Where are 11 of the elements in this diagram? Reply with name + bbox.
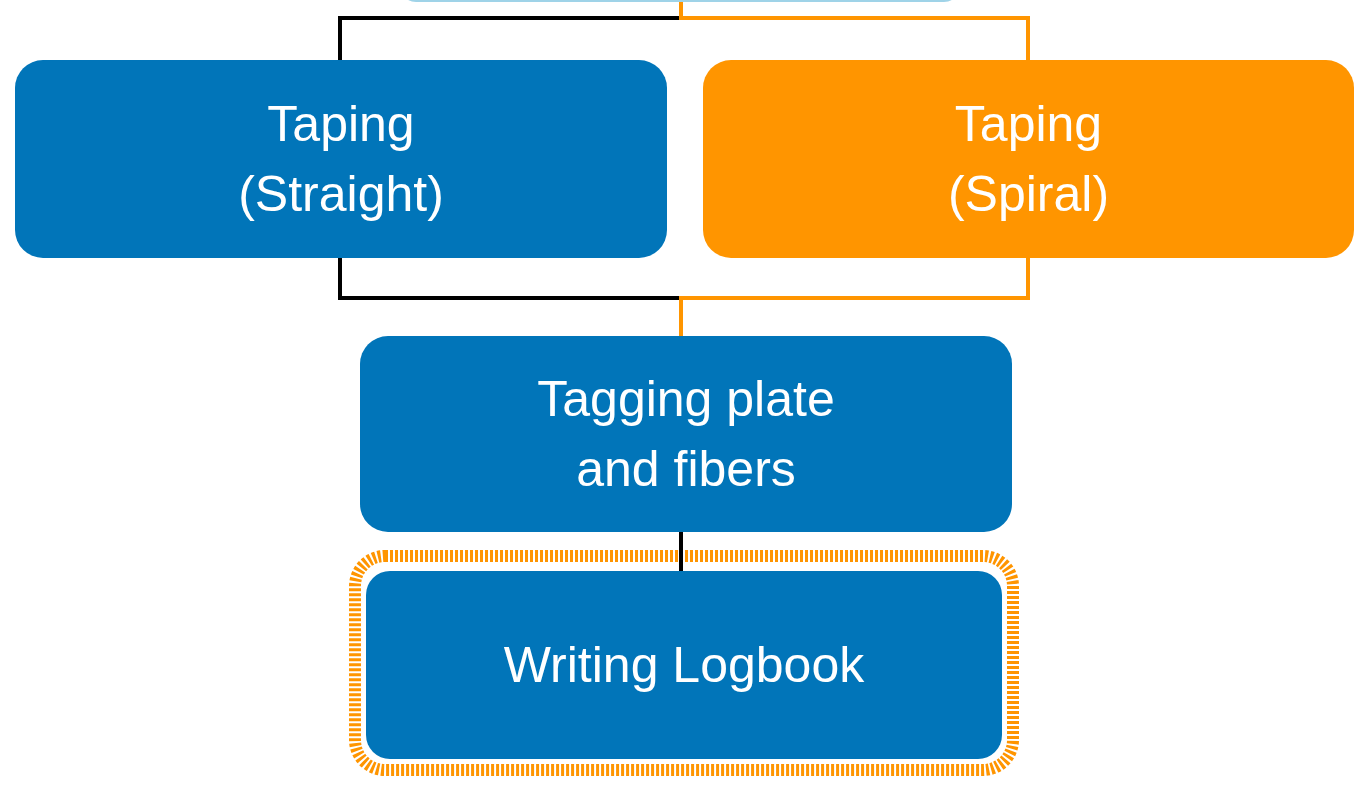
box-label: Taping (Spiral) <box>946 95 1111 224</box>
connector-line <box>679 532 683 571</box>
process-box <box>366 571 1002 759</box>
box-label: Taping (Straight) <box>237 95 445 224</box>
process-box <box>15 60 667 258</box>
process-box <box>360 336 1012 532</box>
box-label: Writing Logbook <box>503 636 865 695</box>
box-label: Tagging plate and fibers <box>536 370 836 499</box>
connector-line <box>679 2 1030 60</box>
connector-line <box>679 258 1030 336</box>
process-box <box>703 60 1354 258</box>
